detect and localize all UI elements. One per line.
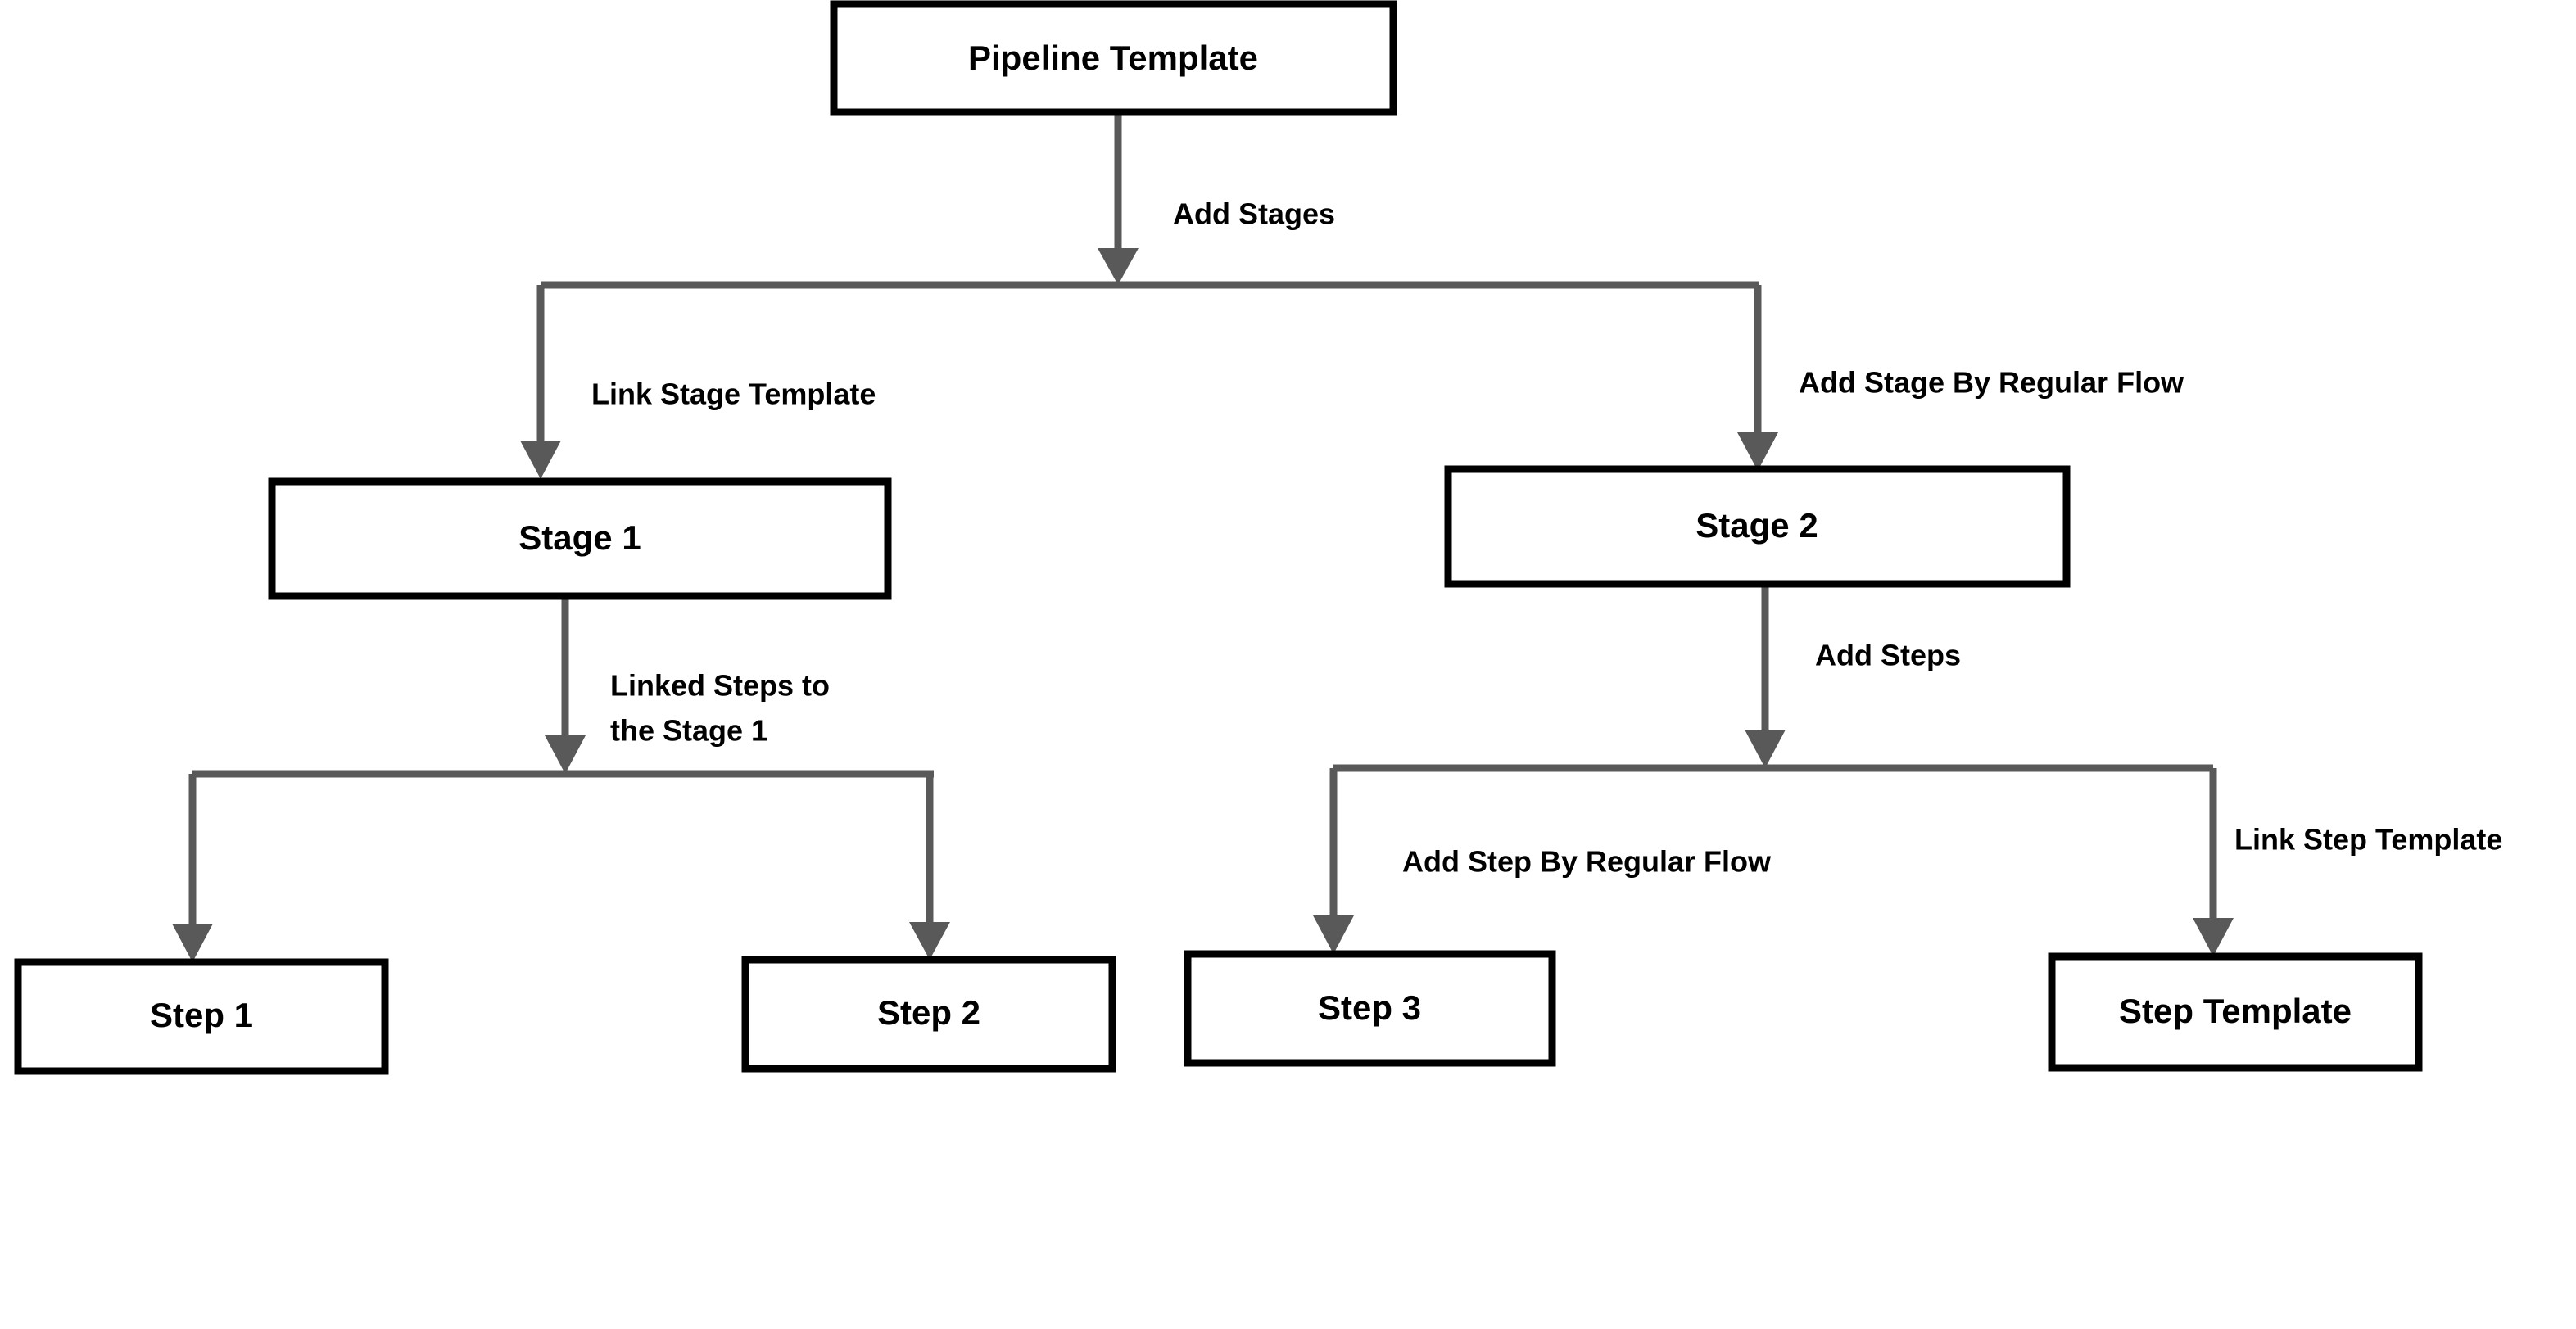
node-step-3-box[interactable] (1184, 950, 1556, 1067)
node-step-1[interactable]: Step 1 (14, 958, 389, 1075)
node-step-2-label: Step 2 (877, 993, 980, 1032)
node-stage-1-label: Stage 1 (518, 518, 641, 557)
edge-label-add-step-by-regular-flow: Add Step By Regular Flow (1402, 845, 1772, 879)
node-step-1-label: Step 1 (150, 996, 253, 1034)
node-stage-2[interactable]: Stage 2 (1444, 465, 2071, 588)
edge-label-linked-steps-line2: the Stage 1 (610, 714, 767, 748)
node-stage-2-box[interactable] (1444, 465, 2071, 588)
node-stage-2-label: Stage 2 (1695, 506, 1818, 545)
node-step-template-box[interactable] (2048, 952, 2423, 1072)
edge-add-stage-by-regular-flow: Add Stage By Regular Flow (1737, 285, 2184, 471)
edge-link-stage-template: Link Stage Template (520, 285, 876, 479)
node-pipeline-template[interactable]: Pipeline Template (830, 0, 1397, 116)
edge-link-step-template: Link Step Template (2193, 768, 2502, 956)
node-step-2[interactable]: Step 2 (741, 956, 1116, 1073)
edge-add-steps: Add Steps (1333, 584, 2213, 772)
edge-label-link-stage-template: Link Stage Template (591, 377, 876, 411)
edge-label-link-step-template: Link Step Template (2234, 823, 2502, 857)
node-step-2-box[interactable] (741, 956, 1116, 1073)
node-step-template-label: Step Template (2119, 992, 2352, 1030)
node-pipeline-template-label: Pipeline Template (968, 38, 1258, 77)
edge-to-step-2 (909, 774, 950, 960)
edge-label-add-stage-by-regular-flow: Add Stage By Regular Flow (1799, 366, 2184, 400)
edge-label-add-steps: Add Steps (1815, 639, 1961, 672)
node-stage-1-box[interactable] (268, 477, 892, 600)
node-step-3-label: Step 3 (1318, 988, 1421, 1027)
edge-add-step-by-regular-flow: Add Step By Regular Flow (1313, 768, 1772, 954)
edge-linked-steps-to-stage-1: Linked Steps to the Stage 1 (192, 596, 934, 778)
edge-add-stages: Add Stages (541, 112, 1759, 289)
node-stage-1[interactable]: Stage 1 (268, 477, 892, 600)
node-step-template[interactable]: Step Template (2048, 952, 2423, 1072)
edge-label-add-stages: Add Stages (1173, 197, 1335, 231)
node-step-1-box[interactable] (14, 958, 389, 1075)
edge-label-linked-steps-line1: Linked Steps to (610, 669, 830, 703)
node-step-3[interactable]: Step 3 (1184, 950, 1556, 1067)
edge-to-step-1 (172, 774, 213, 962)
node-pipeline-template-box[interactable] (830, 0, 1397, 116)
